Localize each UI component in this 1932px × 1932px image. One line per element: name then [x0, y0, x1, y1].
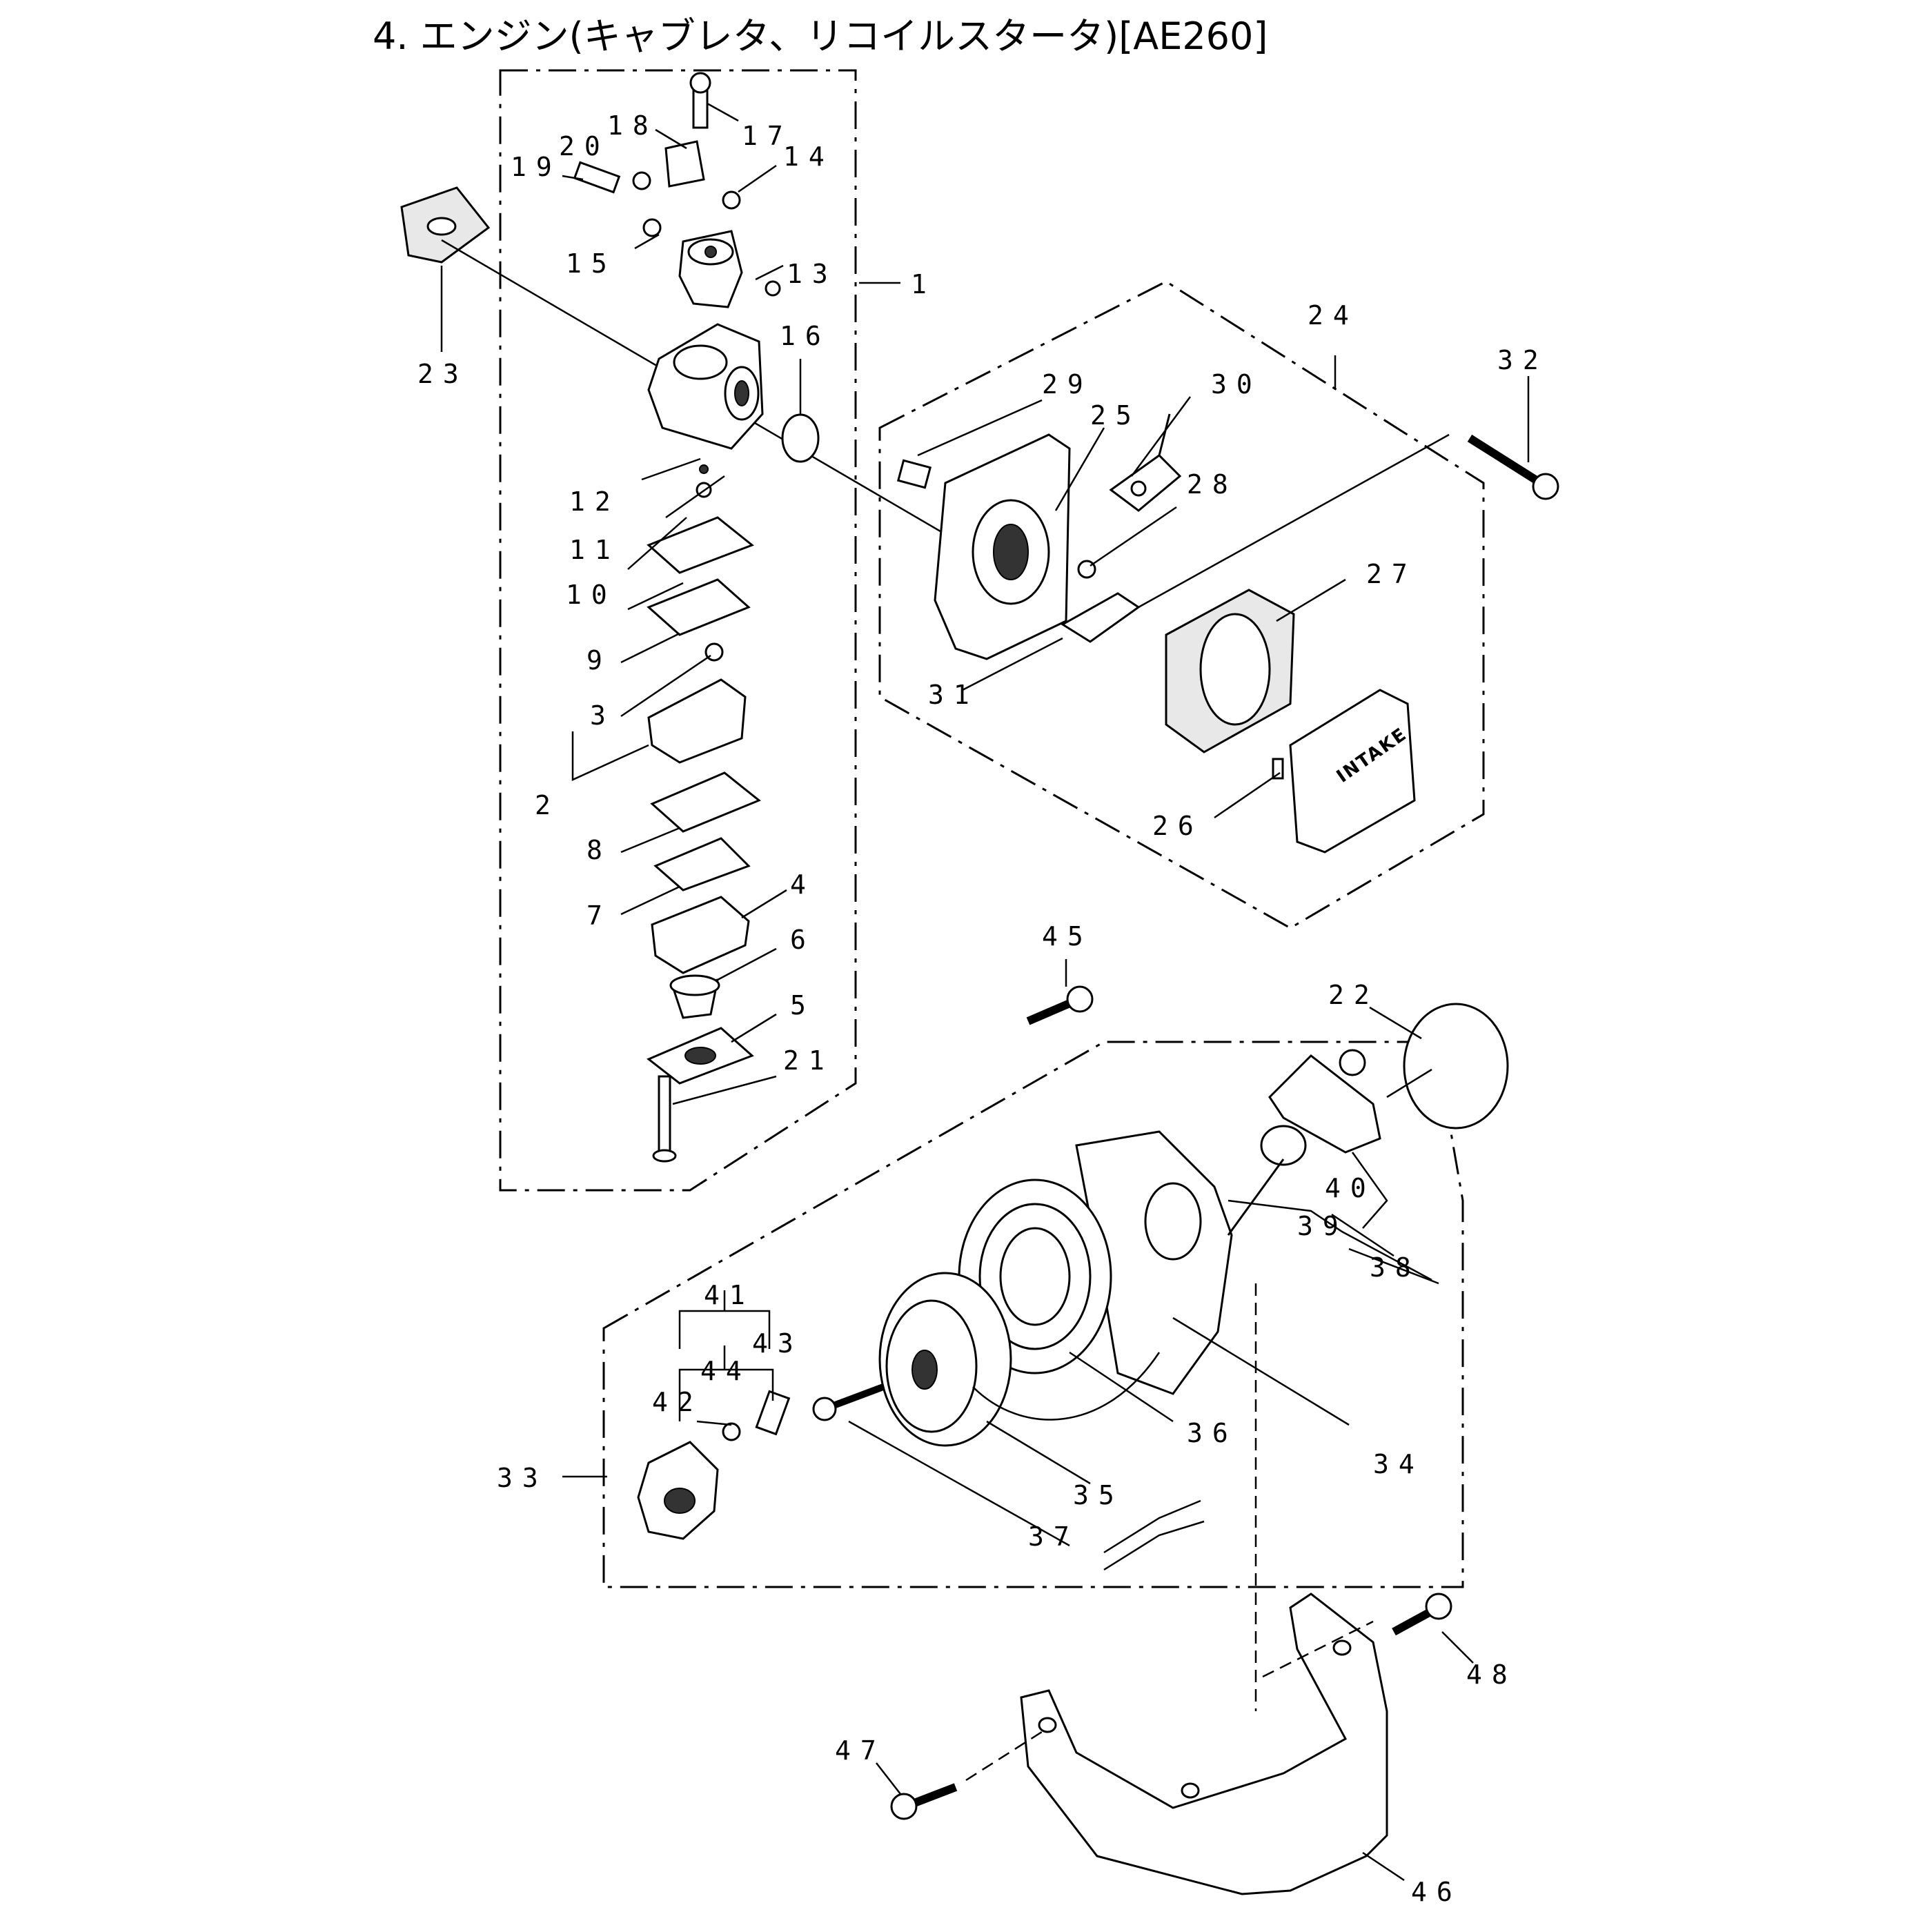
label-15: 15	[566, 248, 617, 279]
bracket-46-shape	[1020, 1593, 1388, 1895]
label-31: 31	[928, 680, 979, 710]
air-cleaner-group-box	[878, 280, 1485, 929]
label-27: 27	[1366, 559, 1417, 589]
label-1: 1	[911, 269, 936, 299]
label-18: 18	[607, 110, 658, 141]
label-21: 21	[783, 1045, 834, 1076]
label-20: 20	[559, 131, 610, 161]
label-24: 24	[1308, 300, 1359, 331]
leader-lines	[440, 102, 1530, 1882]
bolt-47-shape	[890, 1783, 958, 1820]
carburetor-plates-shape	[647, 464, 761, 1163]
o-ring-16-shape	[781, 413, 820, 463]
throttle-parts-shape	[573, 72, 781, 308]
label-11: 11	[569, 535, 620, 565]
label-45: 45	[1042, 921, 1093, 952]
label-41: 41	[704, 1280, 755, 1310]
air-cleaner-base-shape	[896, 433, 1071, 660]
label-33: 33	[497, 1463, 548, 1493]
label-44: 44	[700, 1356, 751, 1386]
label-3: 3	[590, 700, 615, 731]
label-7: 7	[586, 900, 612, 931]
label-36: 36	[1187, 1418, 1238, 1448]
label-16: 16	[780, 321, 831, 351]
label-46: 46	[1411, 1877, 1462, 1907]
label-34: 34	[1373, 1449, 1424, 1479]
label-48: 48	[1466, 1659, 1517, 1690]
recoil-starter-group-box	[602, 1041, 1464, 1588]
label-39: 39	[1297, 1211, 1348, 1241]
cap-22-shape	[1403, 1003, 1509, 1130]
page-title: 4. エンジン(キャブレタ、リコイルスタータ)[AE260]	[373, 14, 1268, 58]
label-37: 37	[1028, 1521, 1079, 1552]
label-32: 32	[1497, 345, 1548, 375]
label-17: 17	[742, 121, 793, 151]
label-30: 30	[1211, 369, 1262, 400]
bolt-32-shape	[1467, 434, 1559, 500]
choke-lever-shape	[1061, 413, 1182, 643]
label-47: 47	[835, 1735, 886, 1766]
bolt-45-shape	[1026, 985, 1094, 1025]
label-13: 13	[787, 259, 838, 289]
starter-case-shape	[1075, 1130, 1233, 1395]
label-14: 14	[783, 141, 834, 172]
label-26: 26	[1152, 811, 1203, 841]
label-40: 40	[1325, 1173, 1376, 1203]
label-8: 8	[586, 835, 612, 865]
label-9: 9	[586, 645, 612, 676]
label-42: 42	[652, 1387, 703, 1417]
gasket-23-shape	[400, 186, 491, 264]
label-12: 12	[569, 486, 620, 517]
label-22: 22	[1328, 980, 1379, 1010]
label-2: 2	[535, 790, 560, 820]
carburetor-body-shape	[647, 323, 764, 450]
label-38: 38	[1370, 1252, 1421, 1283]
air-filter-element-shape	[1165, 589, 1295, 753]
label-6: 6	[790, 925, 816, 955]
pawl-parts-shape	[637, 1383, 885, 1540]
label-28: 28	[1187, 469, 1238, 500]
label-25: 25	[1090, 400, 1141, 431]
label-43: 43	[752, 1328, 803, 1359]
bolt-48-shape	[1392, 1593, 1452, 1636]
label-19: 19	[511, 152, 562, 182]
starter-handle-shape	[1227, 1049, 1381, 1236]
label-29: 29	[1042, 369, 1093, 400]
label-10: 10	[566, 580, 617, 610]
carburetor-group-box	[499, 69, 857, 1192]
label-35: 35	[1073, 1480, 1124, 1510]
label-5: 5	[790, 990, 816, 1021]
label-23: 23	[417, 359, 469, 389]
reel-shape	[878, 1272, 1012, 1447]
label-4: 4	[790, 869, 816, 900]
